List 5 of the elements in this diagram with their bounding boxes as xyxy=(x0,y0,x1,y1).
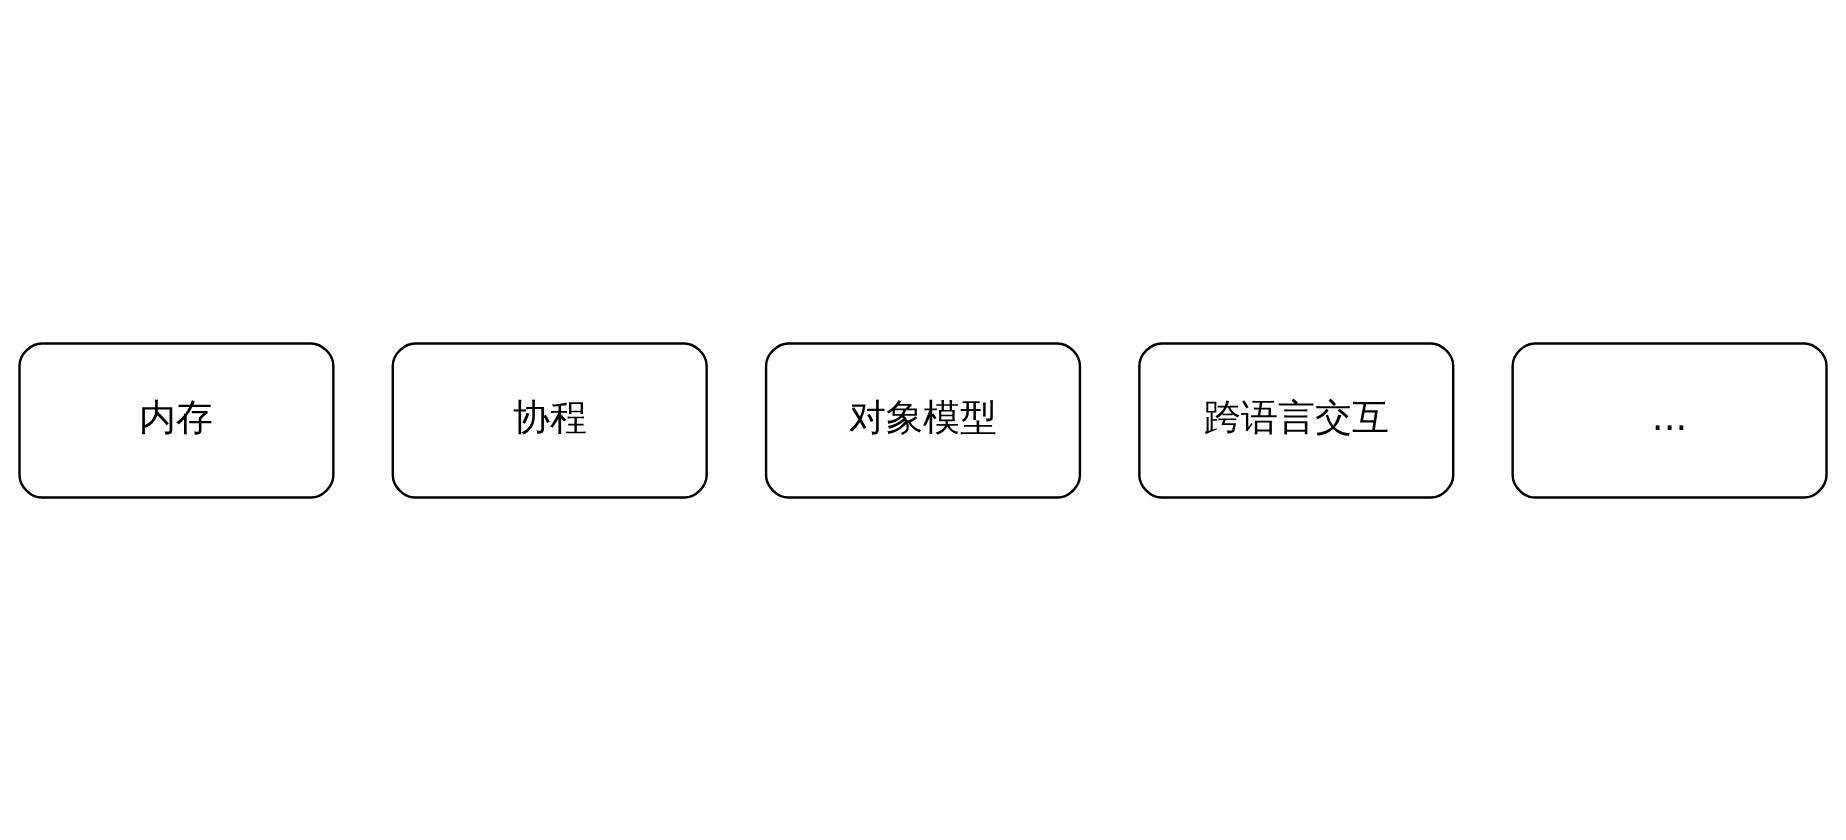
node-box: 对象模型 xyxy=(764,341,1082,499)
node-box: 内存 xyxy=(18,341,335,499)
node-box: 跨语言交互 xyxy=(1138,341,1455,499)
node-box: 协程 xyxy=(391,341,708,499)
node-box: ... xyxy=(1511,341,1828,499)
